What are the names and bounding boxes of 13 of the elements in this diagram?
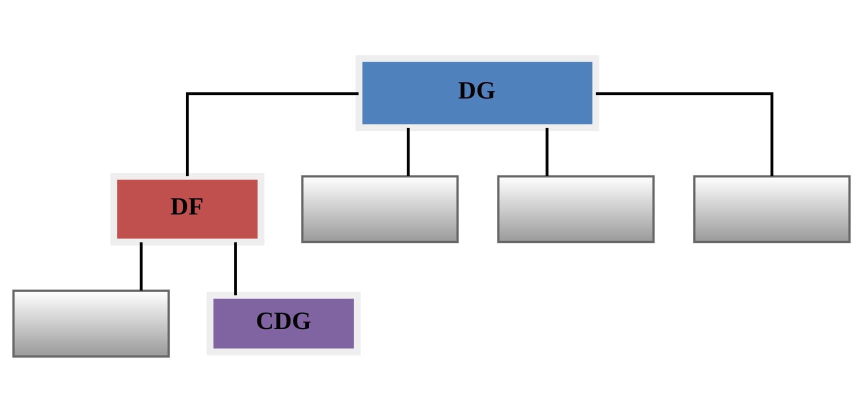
node-box: DG — [356, 54, 600, 131]
node-box — [497, 174, 655, 243]
connector — [596, 92, 774, 176]
node-box — [693, 174, 851, 243]
connector — [140, 242, 143, 290]
connector — [406, 127, 410, 176]
connector — [546, 127, 548, 176]
node-box — [12, 289, 170, 358]
node-box — [301, 174, 459, 243]
connector — [186, 92, 359, 176]
connector — [234, 242, 237, 295]
node-box: DF — [110, 172, 264, 245]
node-box: CDG — [206, 291, 361, 355]
